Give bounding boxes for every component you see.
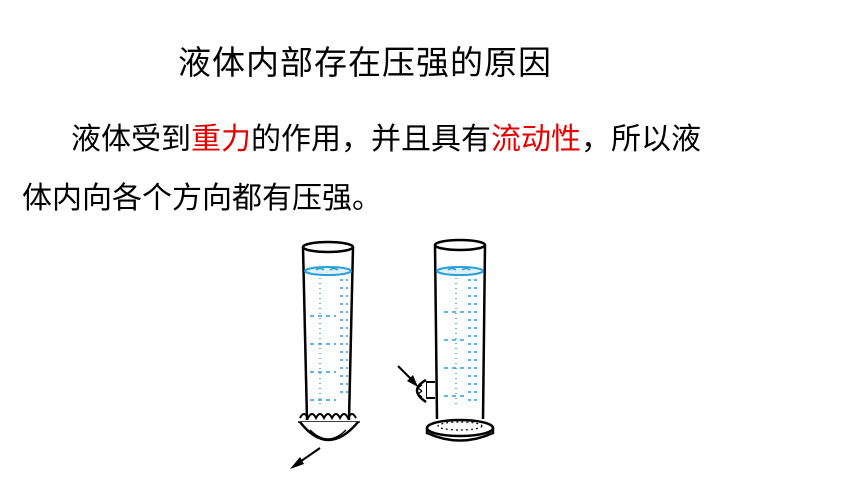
explanation-paragraph: 液体受到重力的作用，并且具有流动性，所以液 体内向各个方向都有压强。 xyxy=(22,110,762,228)
text-line-2: 体内向各个方向都有压强。 xyxy=(22,181,382,216)
text-part-3: ，所以液 xyxy=(581,122,701,157)
highlight-fluidity: 流动性 xyxy=(491,122,581,157)
text-part-1: 液体受到 xyxy=(71,122,191,157)
right-tube xyxy=(397,238,495,442)
text-part-2: 的作用，并且具有 xyxy=(251,122,491,157)
left-tube xyxy=(290,240,360,469)
slide-title: 液体内部存在压强的原因 xyxy=(178,43,552,82)
highlight-gravity: 重力 xyxy=(191,122,251,157)
experiment-figure xyxy=(290,238,495,469)
